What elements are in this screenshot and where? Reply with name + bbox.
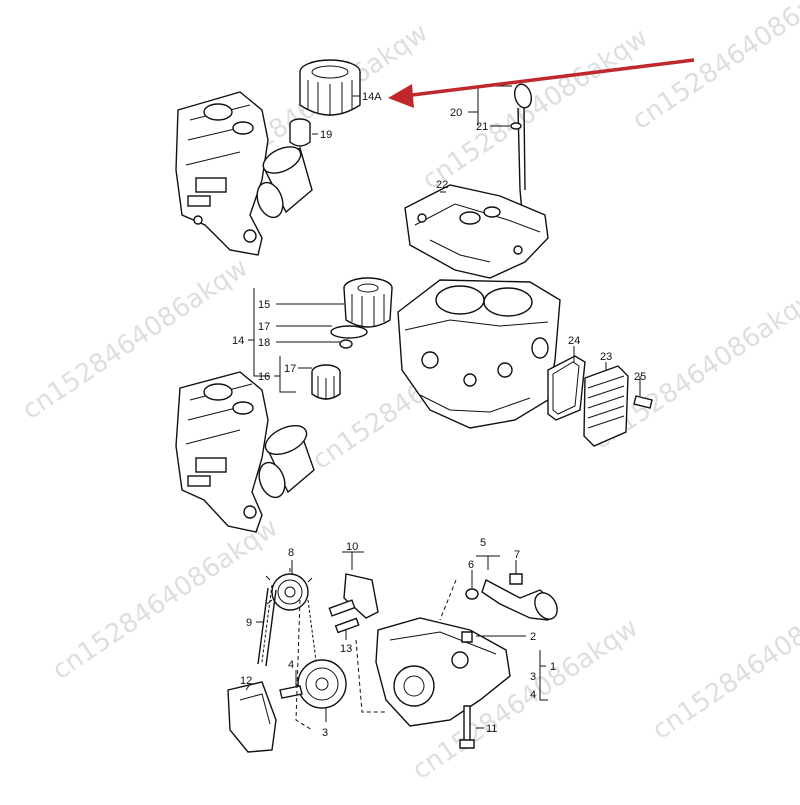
callout-1: 1 <box>550 661 556 673</box>
callout-17-lower: 17 <box>284 363 296 375</box>
o-ring-6 <box>465 588 479 600</box>
callout-9: 9 <box>246 617 252 629</box>
callout-5: 5 <box>480 537 486 549</box>
callout-18: 18 <box>258 337 270 349</box>
oil-filter-housing-lower <box>175 371 315 533</box>
watermark-text-3: cn1528464086akqw <box>627 0 800 136</box>
cover-12 <box>227 681 277 753</box>
filter-element-19 <box>289 118 311 147</box>
leader-lines <box>245 85 641 729</box>
oil-filter-housing-upper <box>175 91 313 256</box>
dash-line-b <box>355 639 386 713</box>
callout-14: 14 <box>232 335 244 347</box>
suction-pipe-5 <box>481 578 558 621</box>
callout-3-right: 3 <box>530 671 536 683</box>
callout-labels: 14A 19 20 21 22 15 14 17 18 16 17 24 23 … <box>232 91 646 739</box>
callout-16: 16 <box>258 371 270 383</box>
callout-4-right: 4 <box>530 689 536 701</box>
callout-21: 21 <box>476 121 488 133</box>
dash-line-a <box>295 599 313 731</box>
callout-13: 13 <box>340 643 352 655</box>
callout-23: 23 <box>600 351 612 363</box>
chain-9 <box>257 584 319 677</box>
callout-22: 22 <box>436 179 448 191</box>
callout-20: 20 <box>450 107 462 119</box>
bolt-11 <box>459 705 475 749</box>
callout-11: 11 <box>486 723 497 735</box>
callout-3-bottom: 3 <box>322 727 328 739</box>
watermark-text-7: cn1528464086akqw <box>47 513 283 686</box>
sprocket-3 <box>297 659 347 709</box>
oil-cooler-23 <box>583 365 629 447</box>
bolt-7 <box>509 573 523 585</box>
dash-line-c <box>439 579 457 621</box>
oil-filter-14a <box>299 59 361 116</box>
bolt-4 <box>279 685 303 699</box>
callout-17-upper: 17 <box>258 321 270 333</box>
dipstick-20 <box>513 83 533 213</box>
callout-12: 12 <box>240 675 252 687</box>
oil-pump-1 <box>375 617 511 727</box>
oil-filter-module-14 <box>311 277 393 400</box>
callout-6: 6 <box>468 559 474 571</box>
watermark-text-9: cn1528464086akqw <box>647 573 800 746</box>
gasket-24 <box>547 355 586 421</box>
callout-10: 10 <box>346 541 358 553</box>
sprocket-8 <box>265 568 313 611</box>
callout-7: 7 <box>514 549 520 561</box>
cylinder-head-cover-22 <box>404 184 549 279</box>
callout-25: 25 <box>634 371 646 383</box>
bolt-25 <box>633 395 653 409</box>
tensioner-10 <box>328 573 379 634</box>
callout-19: 19 <box>320 129 332 141</box>
callout-2: 2 <box>530 631 536 643</box>
callout-14a: 14A <box>362 91 382 103</box>
seal-21 <box>510 122 522 130</box>
pin-2 <box>461 631 473 643</box>
callout-24: 24 <box>568 335 580 347</box>
red-pointer-arrow <box>388 58 695 108</box>
callout-4-left: 4 <box>288 659 294 671</box>
callout-8: 8 <box>288 547 294 559</box>
callout-15: 15 <box>258 299 270 311</box>
